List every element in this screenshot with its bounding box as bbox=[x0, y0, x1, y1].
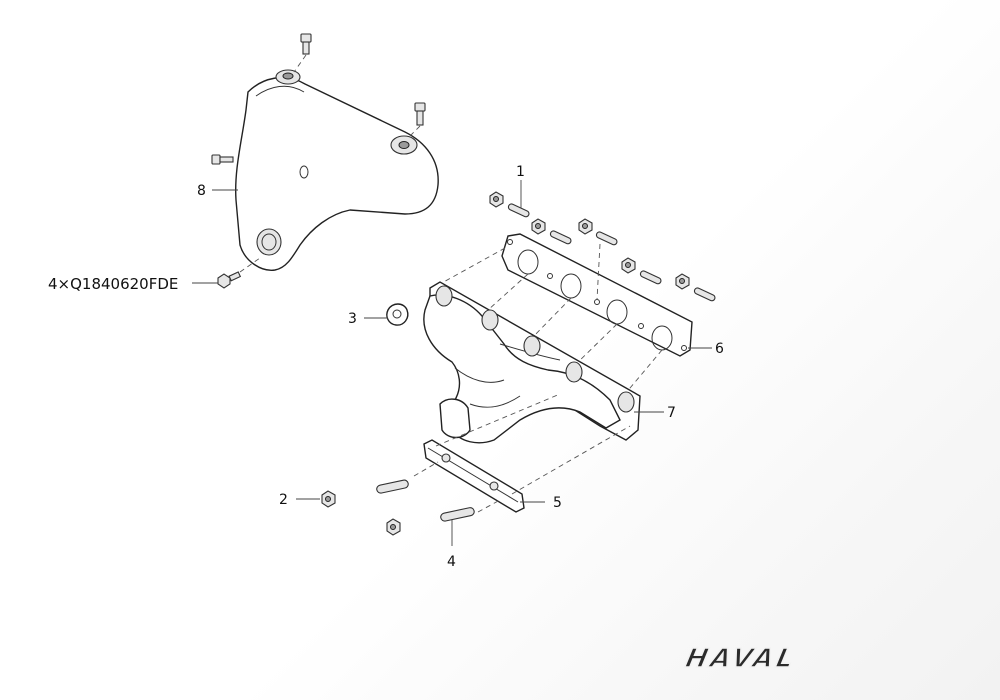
stud-3 bbox=[595, 231, 618, 246]
heat-shield-bolt-left bbox=[211, 154, 234, 165]
callout-4: 4 bbox=[447, 554, 456, 570]
haval-logo: HAVAL bbox=[683, 644, 799, 674]
callout-3: 3 bbox=[348, 311, 357, 327]
stud-2 bbox=[549, 230, 572, 245]
heat-shield-bolt-bottom bbox=[217, 257, 261, 289]
nut-lower bbox=[386, 518, 401, 536]
callout-8: 8 bbox=[197, 183, 206, 199]
stud-4 bbox=[639, 270, 662, 285]
nut-5 bbox=[675, 273, 690, 290]
nut-2 bbox=[531, 218, 546, 235]
callout-1: 1 bbox=[516, 164, 525, 180]
stud-nut-set bbox=[489, 191, 716, 302]
manifold-bracket bbox=[413, 393, 631, 513]
washer-clip bbox=[386, 303, 409, 326]
heat-shield-bolt-top bbox=[293, 33, 312, 73]
stud-1 bbox=[507, 203, 530, 218]
bracket-stud-upper bbox=[376, 479, 409, 494]
gasket-alignment-lines bbox=[439, 243, 663, 395]
callout-7: 7 bbox=[667, 405, 676, 421]
exhaust-manifold bbox=[423, 281, 641, 444]
nut-part-2 bbox=[321, 490, 336, 508]
nut-3 bbox=[578, 218, 593, 235]
heat-shield-bolt-right bbox=[407, 102, 426, 139]
callout-2: 2 bbox=[279, 492, 288, 508]
manifold-gasket bbox=[501, 233, 693, 357]
heat-shield bbox=[234, 69, 439, 271]
nut-1 bbox=[489, 191, 504, 208]
callout-6: 6 bbox=[715, 341, 724, 357]
stud-5 bbox=[693, 287, 716, 302]
bracket-stud-lower bbox=[440, 507, 475, 522]
part-number-label: 4×Q1840620FDE bbox=[48, 275, 178, 293]
callout-5: 5 bbox=[553, 495, 562, 511]
nut-4 bbox=[621, 257, 636, 274]
